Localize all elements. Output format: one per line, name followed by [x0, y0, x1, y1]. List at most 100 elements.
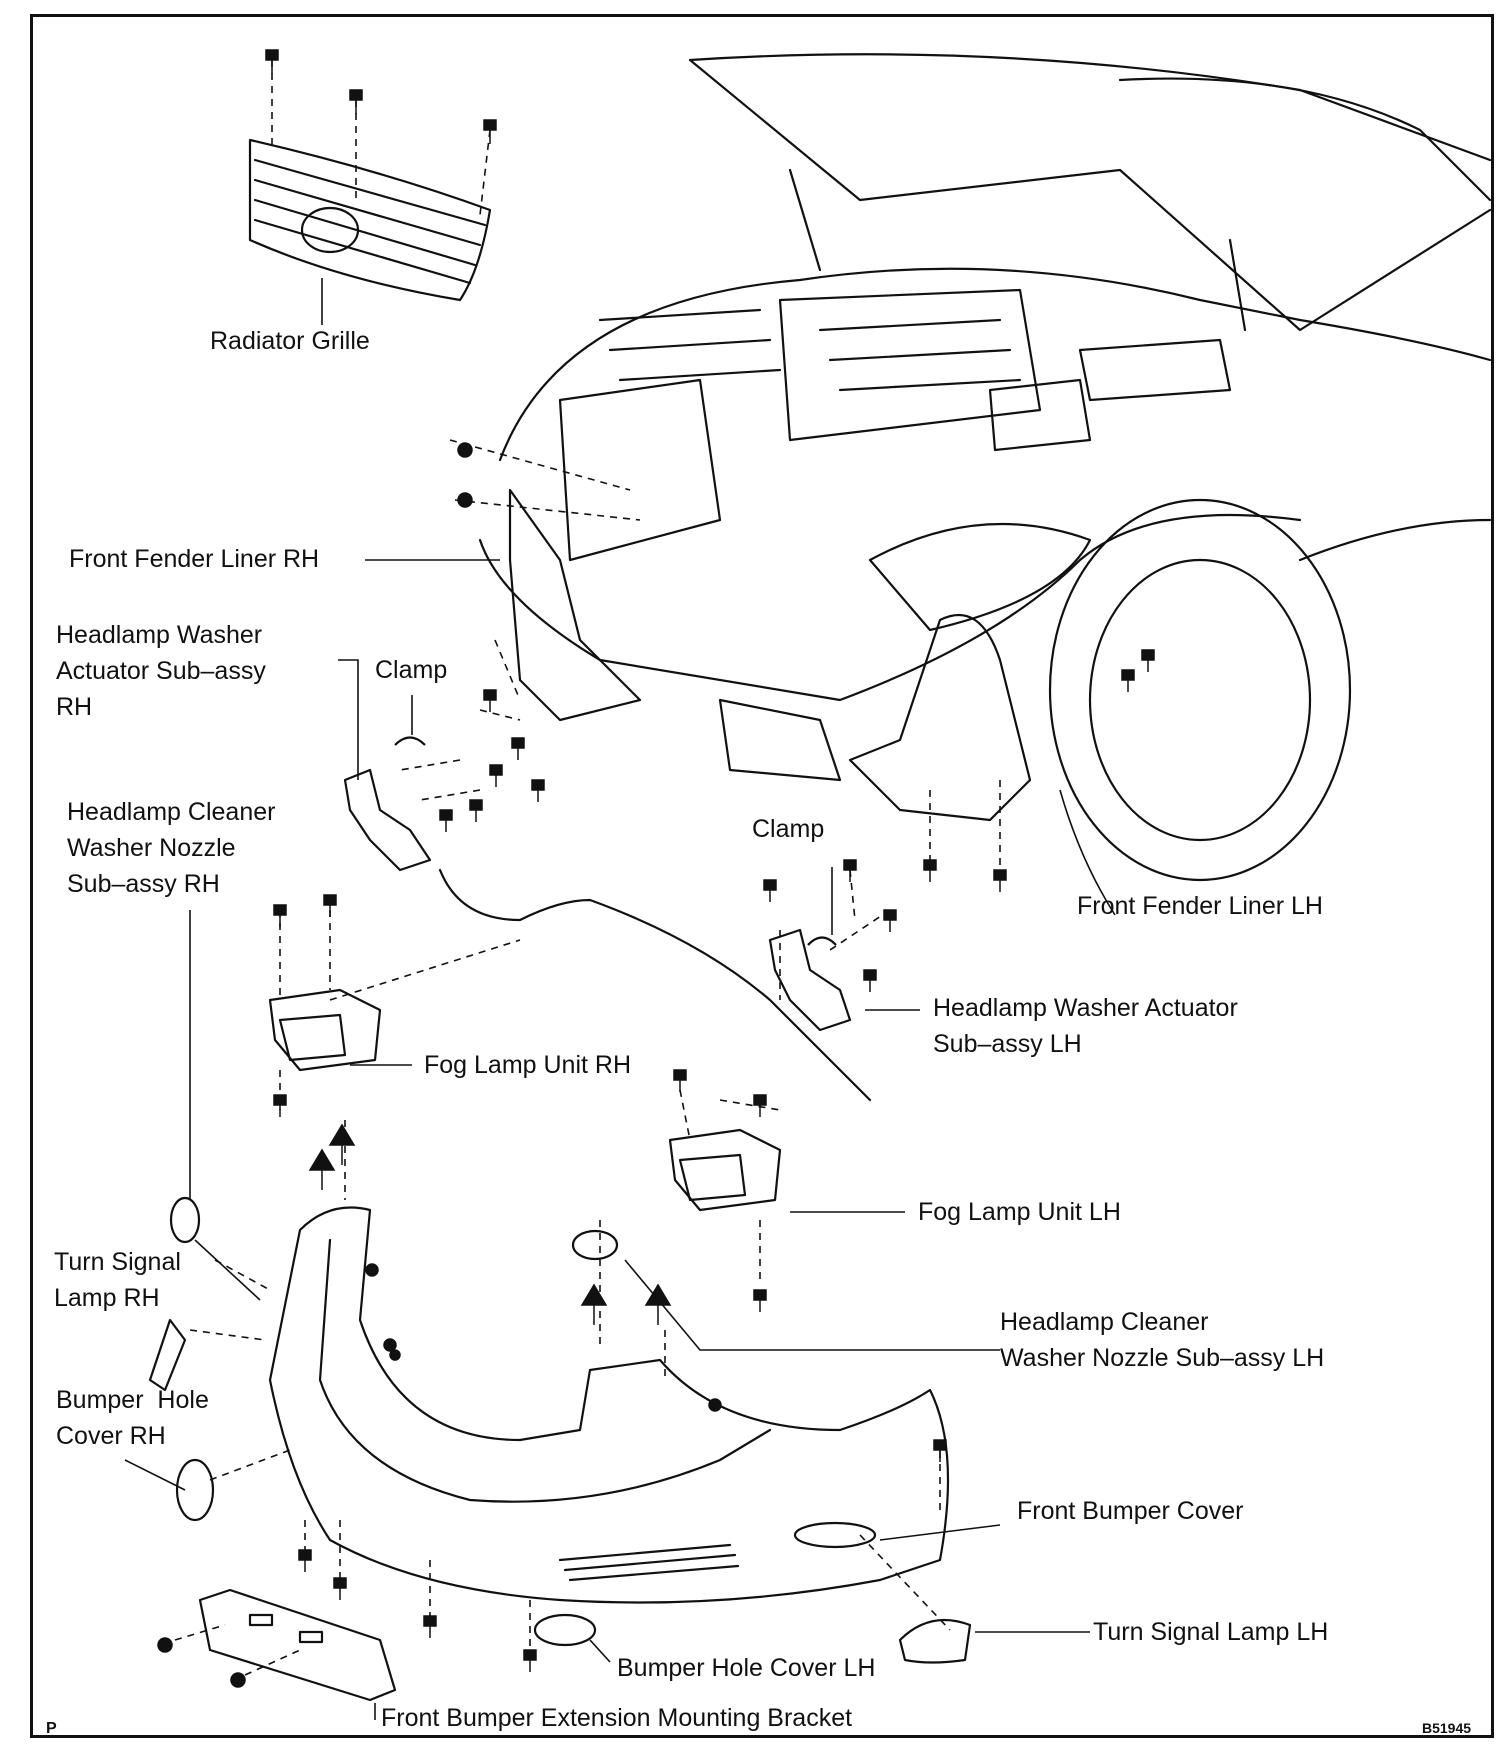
- label-line: Washer Nozzle: [67, 834, 236, 862]
- label-headlamp-cleaner-nozzle-lh: Headlamp Cleaner Washer Nozzle Sub–assy …: [1000, 1304, 1324, 1376]
- label-line: Actuator Sub–assy: [56, 657, 266, 685]
- engine-component-1: [988, 378, 1092, 452]
- bumper-hole-cover-lh: [533, 1613, 597, 1647]
- label-headlamp-cleaner-nozzle-rh: Headlamp Cleaner Washer Nozzle Sub–assy …: [67, 794, 275, 902]
- clamp-lh-icon: [807, 936, 837, 946]
- label-bumper-extension-bracket: Front Bumper Extension Mounting Bracket: [381, 1704, 853, 1732]
- bolt-icon: [1141, 649, 1155, 672]
- front-wheel-lh: [1088, 558, 1312, 842]
- label-fog-lamp-rh: Fog Lamp Unit RH: [424, 1051, 632, 1079]
- clip-icon: [708, 1398, 722, 1412]
- wheel-arch-lh: [1048, 498, 1352, 882]
- hood-strut-left: [788, 168, 822, 272]
- fog-lamp-lh-lens: [678, 1153, 747, 1202]
- bolt-icon: [423, 1615, 437, 1638]
- bolt-icon: [753, 1289, 767, 1312]
- hood-strut-right: [1228, 238, 1247, 332]
- bolt-icon: [673, 1069, 687, 1092]
- bolt-icon: [489, 764, 503, 787]
- label-front-bumper-cover: Front Bumper Cover: [1017, 1497, 1244, 1525]
- clamp-rh-icon: [394, 736, 426, 746]
- bolt-icon: [273, 904, 287, 927]
- bumper-lower-grille: [558, 1543, 740, 1582]
- windshield-outline: [1118, 77, 1492, 202]
- bolt-icon: [883, 909, 897, 932]
- under-cover: [718, 698, 842, 782]
- page-letter: P: [46, 1720, 57, 1737]
- fog-lamp-rh: [268, 988, 382, 1072]
- bolt-icon: [483, 119, 497, 144]
- bumper-hole-cover-rh: [175, 1458, 215, 1522]
- fender-liner-rh: [508, 488, 642, 722]
- label-radiator-grille: Radiator Grille: [210, 327, 370, 355]
- turn-signal-lh: [898, 1618, 972, 1664]
- bolt-icon: [923, 859, 937, 882]
- bolt-icon: [511, 737, 525, 760]
- label-headlamp-washer-actuator-rh: Headlamp Washer Actuator Sub–assy RH: [56, 617, 266, 725]
- label-line: Sub–assy LH: [933, 1030, 1082, 1058]
- bolt-icon: [933, 1439, 947, 1462]
- bolt-icon: [469, 799, 483, 822]
- clip-icon: [328, 1123, 356, 1165]
- label-line: Lamp RH: [54, 1284, 160, 1312]
- bracket-slot-1: [248, 1613, 274, 1627]
- radiator-support: [558, 378, 722, 562]
- clip-icon: [230, 1672, 246, 1688]
- bolt-icon: [323, 894, 337, 917]
- grille-slats: [253, 158, 487, 285]
- fog-lamp-lh: [668, 1128, 782, 1212]
- clip-icon: [580, 1283, 608, 1325]
- label-line: Cover RH: [56, 1422, 166, 1450]
- bolt-icon: [843, 859, 857, 882]
- bolt-icon: [298, 1549, 312, 1572]
- clip-icon: [457, 492, 473, 508]
- bolt-icon: [483, 689, 497, 712]
- bolt-icon: [439, 809, 453, 832]
- actuator-lh: [768, 928, 852, 1032]
- clip-icon: [457, 442, 473, 458]
- diagram-frame: [30, 14, 1494, 1738]
- bolt-icon: [531, 779, 545, 802]
- body-front-outline: [498, 267, 1492, 462]
- label-line: Turn Signal: [54, 1248, 181, 1276]
- label-clamp-rh: Clamp: [375, 656, 448, 684]
- bolt-icon: [273, 1094, 287, 1117]
- label-line: Sub–assy RH: [67, 870, 220, 898]
- bracket-slot-2: [298, 1630, 324, 1644]
- bolt-icon: [763, 879, 777, 902]
- engine-component-2: [1078, 338, 1232, 402]
- fender-liner-lh: [848, 614, 1032, 822]
- bolt-icon: [753, 1094, 767, 1117]
- label-line: Washer Nozzle Sub–assy LH: [1000, 1344, 1325, 1372]
- label-line: Headlamp Cleaner: [1000, 1308, 1209, 1336]
- label-line: RH: [56, 693, 93, 721]
- bolt-icon: [1121, 669, 1135, 692]
- label-bumper-hole-cover-lh: Bumper Hole Cover LH: [617, 1654, 876, 1682]
- clip-icon: [389, 1349, 401, 1361]
- grille-emblem: [300, 206, 360, 254]
- bumper-cover-outline: [268, 1206, 950, 1604]
- engine-cover: [778, 288, 1042, 442]
- bolt-icon: [265, 49, 279, 74]
- engine-detail-1: [598, 308, 782, 382]
- label-turn-signal-lh: Turn Signal Lamp LH: [1093, 1618, 1329, 1646]
- turn-signal-rh: [148, 1318, 187, 1392]
- bolt-icon: [523, 1649, 537, 1672]
- clip-icon: [644, 1283, 672, 1325]
- clip-icon: [157, 1637, 173, 1653]
- body-lower-outline: [478, 513, 1302, 702]
- side-body-line: [1298, 518, 1492, 562]
- label-line: Headlamp Washer Actuator: [933, 994, 1238, 1022]
- label-line: Headlamp Cleaner: [67, 798, 276, 826]
- bolt-icon: [333, 1577, 347, 1600]
- headlamp-lh: [868, 522, 1092, 632]
- washer-hose: [438, 868, 872, 1102]
- clip-icon: [308, 1148, 336, 1190]
- hood-outline: [688, 53, 1492, 332]
- figure-code: B51945: [1422, 1720, 1472, 1736]
- label-front-fender-liner-rh: Front Fender Liner RH: [69, 545, 320, 573]
- clip-icon: [365, 1263, 379, 1277]
- label-turn-signal-rh: Turn Signal Lamp RH: [54, 1244, 181, 1316]
- bumper-inner-line: [318, 1238, 772, 1503]
